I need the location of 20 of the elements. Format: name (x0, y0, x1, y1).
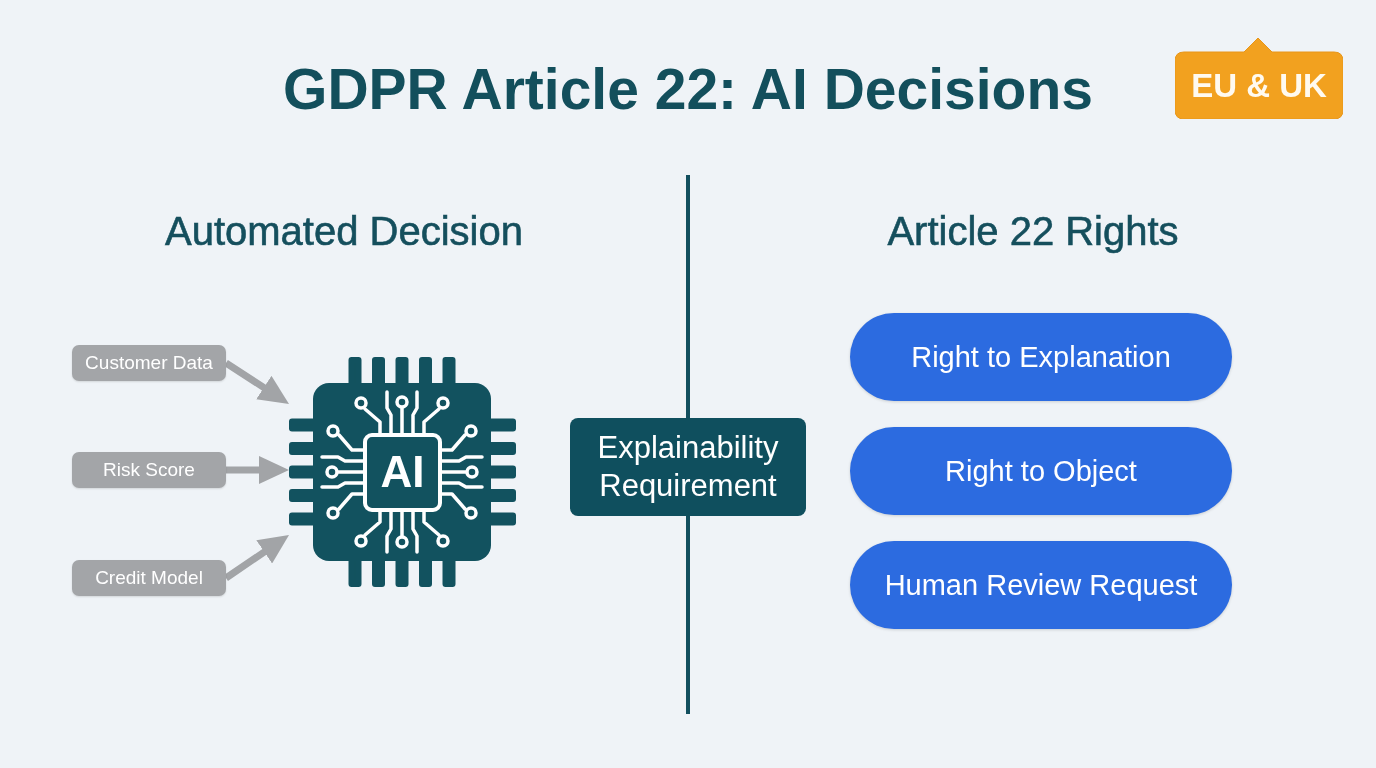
pill-label: Right to Explanation (911, 340, 1171, 375)
input-tag (72, 345, 226, 381)
section-heading: Article 22 Rights (887, 208, 1179, 254)
requirement-box (570, 418, 806, 516)
input-tag (72, 452, 226, 488)
requirement-label: Explainability Requirement (596, 429, 780, 505)
region-badge (1175, 38, 1343, 119)
tag-label: Credit Model (95, 566, 203, 590)
arrow (224, 532, 291, 581)
arrow (224, 360, 291, 407)
pill-label: Right to Object (945, 454, 1137, 489)
input-tag (72, 560, 226, 596)
tag-label: Customer Data (85, 351, 213, 375)
section-heading: Automated Decision (165, 208, 523, 254)
tag-label: Risk Score (103, 458, 195, 482)
badge-label: EU & UK (1191, 65, 1327, 106)
arrow (226, 455, 289, 484)
diagram-title: GDPR Article 22: AI Decisions (283, 57, 1093, 121)
pill-label: Human Review Request (884, 568, 1198, 603)
chip-label: AI (380, 448, 425, 496)
